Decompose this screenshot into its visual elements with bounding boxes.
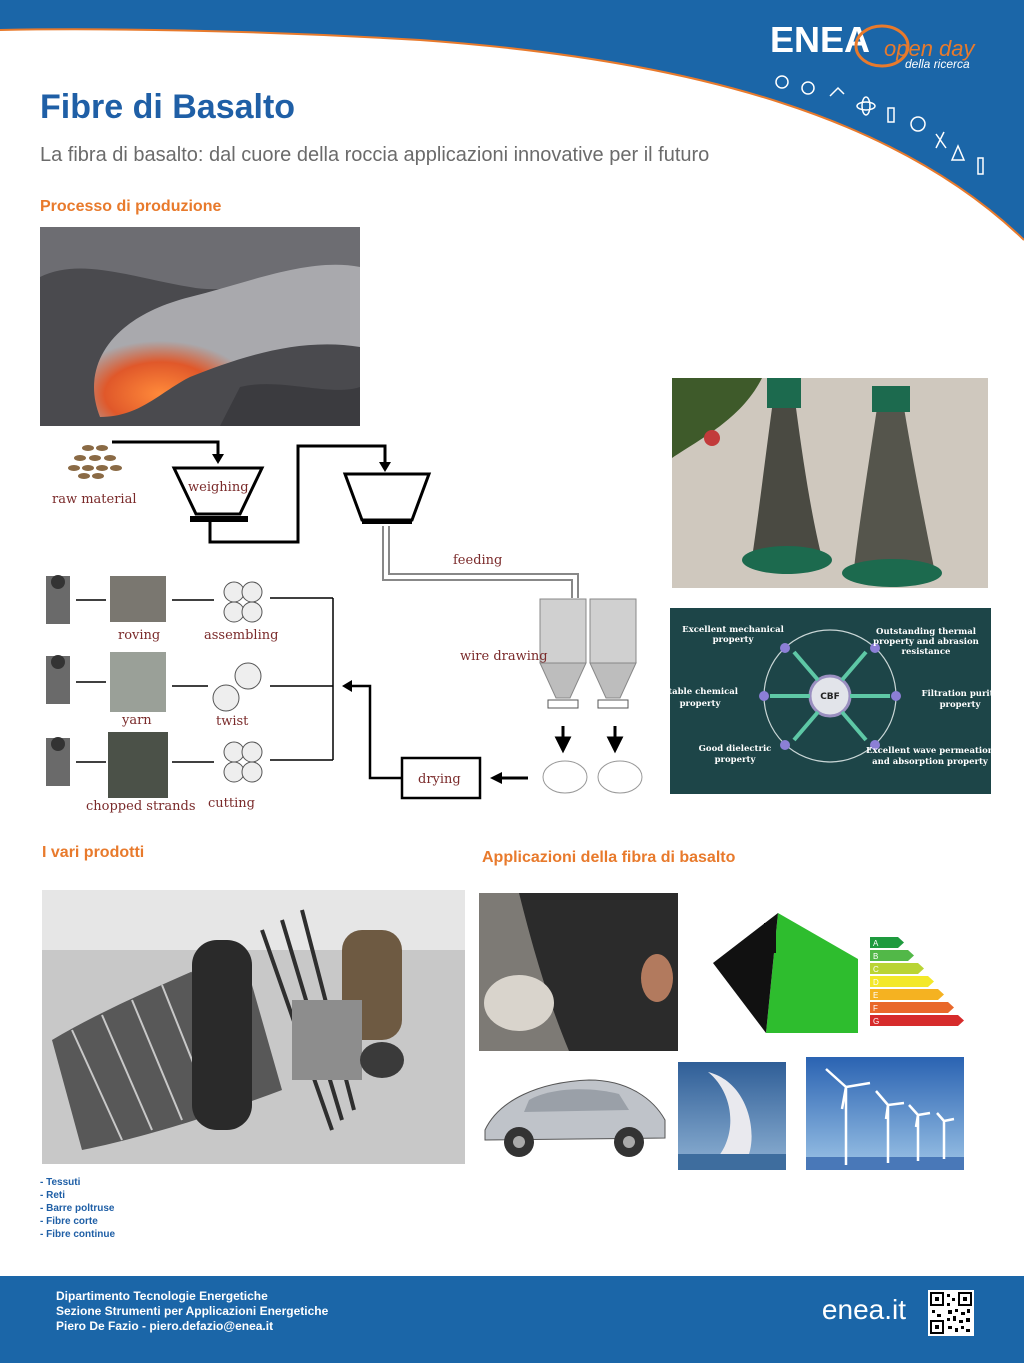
magnet-icon bbox=[775, 75, 789, 89]
cbf-prop-chemical-1: Stable chemical bbox=[670, 687, 739, 697]
svg-text:open day: open day bbox=[884, 36, 977, 61]
drying-label: drying bbox=[418, 772, 461, 787]
application-wind-turbines-photo bbox=[806, 1057, 964, 1170]
raw-material-label: raw material bbox=[52, 492, 137, 507]
footer-url: enea.it bbox=[821, 1294, 906, 1325]
output-row-yarn bbox=[46, 652, 262, 712]
energy-class-label: G bbox=[873, 1017, 879, 1026]
yarn-label: yarn bbox=[121, 713, 152, 728]
energy-class-label: B bbox=[873, 952, 878, 961]
page-subtitle: La fibra di basalto: dal cuore della roc… bbox=[40, 144, 710, 166]
energy-class-bar bbox=[870, 1015, 964, 1026]
output-row-chopped bbox=[46, 732, 263, 798]
wire-drawing-silos bbox=[539, 598, 637, 709]
cbf-prop-filtration-1: Filtration purity bbox=[921, 689, 991, 699]
cbf-prop-thermal-3: resistance bbox=[902, 647, 951, 657]
science-icons bbox=[775, 75, 984, 175]
output-row-roving bbox=[46, 575, 263, 624]
energy-class-bar bbox=[870, 937, 904, 948]
weighing-label: weighing bbox=[188, 480, 249, 495]
application-sailboat-photo bbox=[678, 1062, 786, 1170]
satellite-icon bbox=[829, 86, 845, 97]
footer-author: Piero De Fazio - piero.defazio@enea.it bbox=[56, 1319, 274, 1333]
basalt-spools-photo bbox=[672, 378, 988, 588]
page-title: Fibre di Basalto bbox=[40, 88, 296, 126]
footer-contact: Dipartimento Tecnologie Energetiche Sezi… bbox=[56, 1289, 328, 1334]
energy-class-bar bbox=[870, 1002, 954, 1013]
energy-class-label: C bbox=[873, 965, 879, 974]
roving-label: roving bbox=[118, 628, 160, 643]
energy-class-label: F bbox=[873, 1004, 878, 1013]
energy-class-bar bbox=[870, 989, 944, 1000]
svg-text:della ricerca: della ricerca bbox=[905, 57, 970, 71]
cbf-prop-chemical-2: property bbox=[680, 699, 722, 709]
microscope-icon bbox=[887, 107, 895, 123]
cbf-prop-thermal-1: Outstanding thermal bbox=[876, 627, 977, 637]
list-item: - Fibre continue bbox=[40, 1229, 115, 1240]
footer-section: Sezione Strumenti per Applicazioni Energ… bbox=[56, 1304, 329, 1318]
twist-label: twist bbox=[216, 714, 249, 729]
energy-class-label: D bbox=[873, 978, 879, 987]
cbf-prop-mechanical-2: property bbox=[713, 635, 755, 645]
test-tube-icon bbox=[977, 157, 984, 175]
cbf-prop-wave-1: Excellent wave permeation bbox=[866, 746, 991, 756]
cbf-properties-diagram: CBF Excellent mechanical property Outsta… bbox=[670, 608, 991, 794]
application-car-photo bbox=[479, 1060, 669, 1168]
energy-class-bar bbox=[870, 976, 934, 987]
svg-text:ENEA: ENEA bbox=[770, 19, 870, 60]
energy-class-bar bbox=[870, 950, 914, 961]
cutting-label: cutting bbox=[208, 796, 255, 811]
cbf-prop-thermal-2: property and abrasion bbox=[873, 637, 979, 647]
atom-icon bbox=[856, 101, 876, 111]
section-applications-title: Applicazioni della fibra di basalto bbox=[482, 849, 736, 866]
wire-drawing-label: wire drawing bbox=[460, 649, 548, 664]
energy-class-bar bbox=[870, 963, 924, 974]
cbf-prop-filtration-2: property bbox=[940, 700, 982, 710]
bulb-icon bbox=[801, 81, 815, 95]
chopped-strands-label: chopped strands bbox=[86, 799, 196, 814]
assembling-label: assembling bbox=[204, 628, 278, 643]
header-banner: ENEA open day della ricerca bbox=[0, 0, 1024, 241]
cbf-center-label: CBF bbox=[820, 692, 840, 702]
list-item: - Tessuti bbox=[40, 1177, 81, 1188]
section-products-title: I vari prodotti bbox=[42, 844, 145, 861]
cbf-prop-dielectric-2: property bbox=[715, 755, 757, 765]
raw-material-pile bbox=[68, 445, 122, 479]
energy-class-label: E bbox=[873, 991, 878, 1000]
qr-code-icon bbox=[928, 1290, 974, 1336]
list-item: - Fibre corte bbox=[40, 1216, 98, 1227]
products-list: - Tessuti - Reti - Barre poltruse - Fibr… bbox=[40, 1176, 115, 1241]
weighing-hopper bbox=[171, 466, 265, 516]
enea-logo: ENEA open day della ricerca bbox=[770, 19, 977, 71]
feeding-label: feeding bbox=[453, 553, 502, 568]
production-diagram: raw material weighing feeding wire drawi… bbox=[40, 436, 645, 816]
products-photo bbox=[42, 890, 465, 1164]
dna-icon bbox=[935, 131, 947, 149]
flask-icon bbox=[950, 144, 966, 161]
section-process-title: Processo di produzione bbox=[40, 198, 222, 215]
energy-class-label: A bbox=[873, 939, 879, 948]
cbf-prop-dielectric-1: Good dielectric bbox=[699, 744, 772, 754]
list-item: - Reti bbox=[40, 1190, 65, 1201]
cbf-prop-mechanical-1: Excellent mechanical bbox=[682, 625, 784, 635]
footer-department: Dipartimento Tecnologie Energetiche bbox=[56, 1289, 268, 1303]
list-item: - Barre poltruse bbox=[40, 1203, 115, 1214]
application-wrapping-photo bbox=[479, 893, 678, 1051]
footer bbox=[0, 1276, 1024, 1363]
lava-photo bbox=[40, 227, 360, 426]
globe-icon bbox=[910, 116, 926, 132]
cbf-prop-wave-2: and absorption property bbox=[872, 757, 989, 767]
